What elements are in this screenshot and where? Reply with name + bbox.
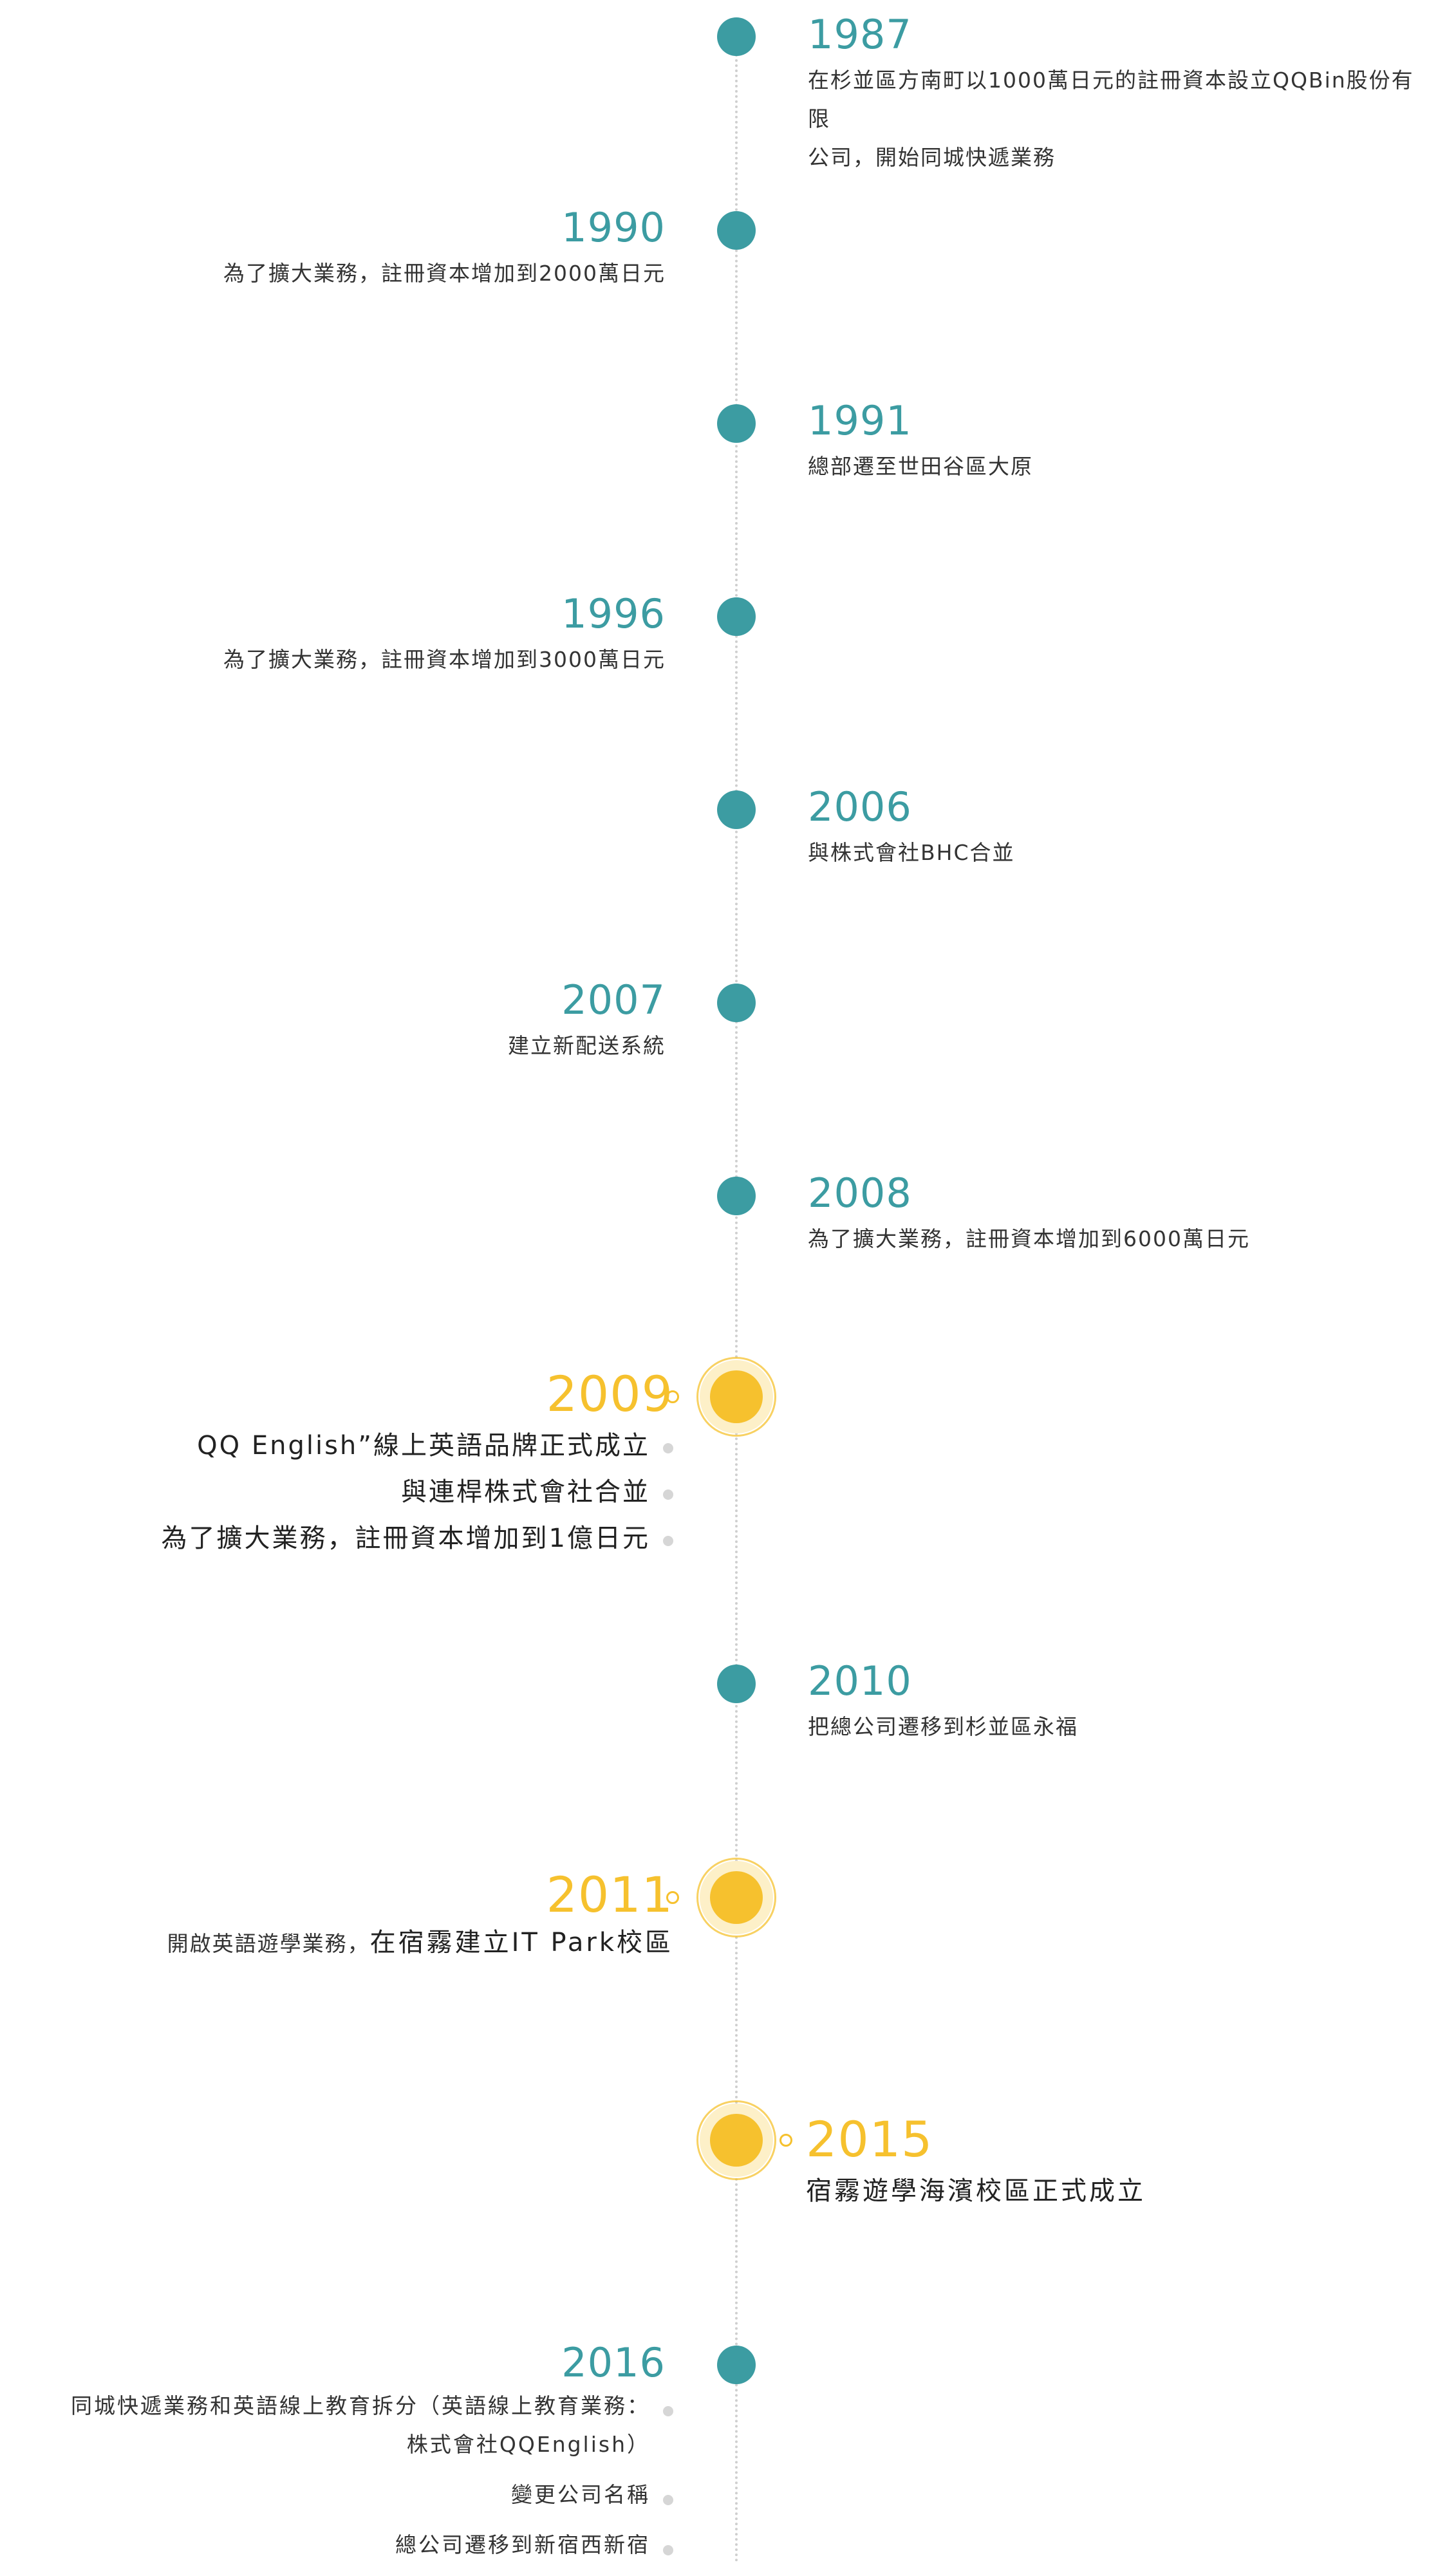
timeline-entry-2016: 2016 同城快遞業務和英語線上教育拆分（英語線上教育業務： 株式會社QQEng… [0,2343,673,2576]
timeline-entry-2015: 2015 宿霧遊學海濱校區正式成立 [806,2115,1424,2210]
list-item: 總公司遷移到新宿西新宿 [0,2526,673,2564]
timeline-entry-2006: 2006 與株式會社BHC合並 [808,787,1426,872]
timeline-marker-1987 [717,17,756,56]
timeline-marker-2010 [717,1665,756,1703]
year-2010: 2010 [808,1657,912,1704]
year-2006: 2006 [808,783,912,830]
desc-2011-part-a: 開啟英語遊學業務， [167,1931,370,1956]
list-item: 同城快遞業務和英語線上教育拆分（英語線上教育業務： 株式會社QQEnglish） [0,2387,673,2464]
list-item: QQ English”線上英語品牌正式成立 [30,1423,673,1469]
timeline-marker-2015 [696,2100,792,2180]
ring-dot [666,1390,679,1403]
desc-1991: 總部遷至世田谷區大原 [808,454,1033,479]
timeline-entry-1991: 1991 總部遷至世田谷區大原 [808,401,1426,486]
timeline-marker-2006 [717,790,756,829]
timeline-entry-1990: 1990 為了擴大業務，註冊資本增加到2000萬日元 [22,208,666,293]
year-2007: 2007 [561,976,666,1023]
timeline-marker-2008 [717,1177,756,1215]
timeline-entry-2008: 2008 為了擴大業務，註冊資本增加到6000萬日元 [808,1173,1426,1258]
desc-2015: 宿霧遊學海濱校區正式成立 [806,2176,1146,2206]
timeline-entry-2011: 2011 開啟英語遊學業務，在宿霧建立IT Park校區 [30,1871,673,1963]
list-2016: 同城快遞業務和英語線上教育拆分（英語線上教育業務： 株式會社QQEnglish）… [0,2387,673,2564]
timeline-entry-2009: 2009 QQ English”線上英語品牌正式成立 與連桿株式會社合並 為了擴… [30,1370,673,1562]
list-item: 變更公司名稱 [0,2476,673,2514]
timeline-marker-2016 [717,2346,756,2384]
ring-dot [666,1891,679,1904]
list-2009: QQ English”線上英語品牌正式成立 與連桿株式會社合並 為了擴大業務，註… [30,1423,673,1562]
desc-1996: 為了擴大業務，註冊資本增加到3000萬日元 [223,647,666,672]
timeline-entry-2007: 2007 建立新配送系統 [22,980,666,1065]
timeline-marker-2007 [717,984,756,1022]
ring-dot [780,2134,792,2147]
timeline-line [735,39,738,2564]
year-2011: 2011 [546,1866,673,1923]
timeline-marker-2009 [666,1357,776,1437]
desc-2007: 建立新配送系統 [508,1033,666,1058]
year-2008: 2008 [808,1170,912,1217]
timeline-marker-2011 [666,1858,776,1937]
desc-2006: 與株式會社BHC合並 [808,840,1015,865]
year-2015: 2015 [806,2111,933,2168]
desc-1990: 為了擴大業務，註冊資本增加到2000萬日元 [223,261,666,286]
timeline-marker-1991 [717,404,756,443]
year-2016: 2016 [561,2339,666,2386]
desc-2011-part-b: 在宿霧建立IT Park校區 [369,1928,673,1957]
year-1990: 1990 [561,204,666,251]
year-1991: 1991 [808,397,912,444]
timeline-marker-1996 [717,597,756,636]
timeline-entry-1996: 1996 為了擴大業務，註冊資本增加到3000萬日元 [22,594,666,679]
desc-2011: 開啟英語遊學業務，在宿霧建立IT Park校區 [30,1923,673,1963]
year-1996: 1996 [561,590,666,637]
desc-2008: 為了擴大業務，註冊資本增加到6000萬日元 [808,1226,1250,1251]
timeline-marker-1990 [717,211,756,250]
timeline-entry-2010: 2010 把總公司遷移到杉並區永福 [808,1661,1426,1746]
desc-1987-line1: 在杉並區方南町以1000萬日元的註冊資本設立QQBin股份有限 [808,68,1414,131]
timeline-entry-1987: 1987 在杉並區方南町以1000萬日元的註冊資本設立QQBin股份有限 公司，… [808,15,1426,177]
list-item-2016-line1: 同城快遞業務和英語線上教育拆分（英語線上教育業務： [71,2393,650,2418]
list-item-2016-line2: 株式會社QQEnglish） [406,2432,650,2457]
list-item: 與連桿株式會社合並 [30,1469,673,1515]
desc-2010: 把總公司遷移到杉並區永福 [808,1714,1078,1739]
desc-1987-line2: 公司，開始同城快遞業務 [808,145,1056,170]
desc-1987: 在杉並區方南町以1000萬日元的註冊資本設立QQBin股份有限 公司，開始同城快… [808,61,1426,177]
year-1987: 1987 [808,11,912,58]
list-item: 為了擴大業務，註冊資本增加到1億日元 [30,1515,673,1562]
year-2009: 2009 [546,1365,673,1423]
